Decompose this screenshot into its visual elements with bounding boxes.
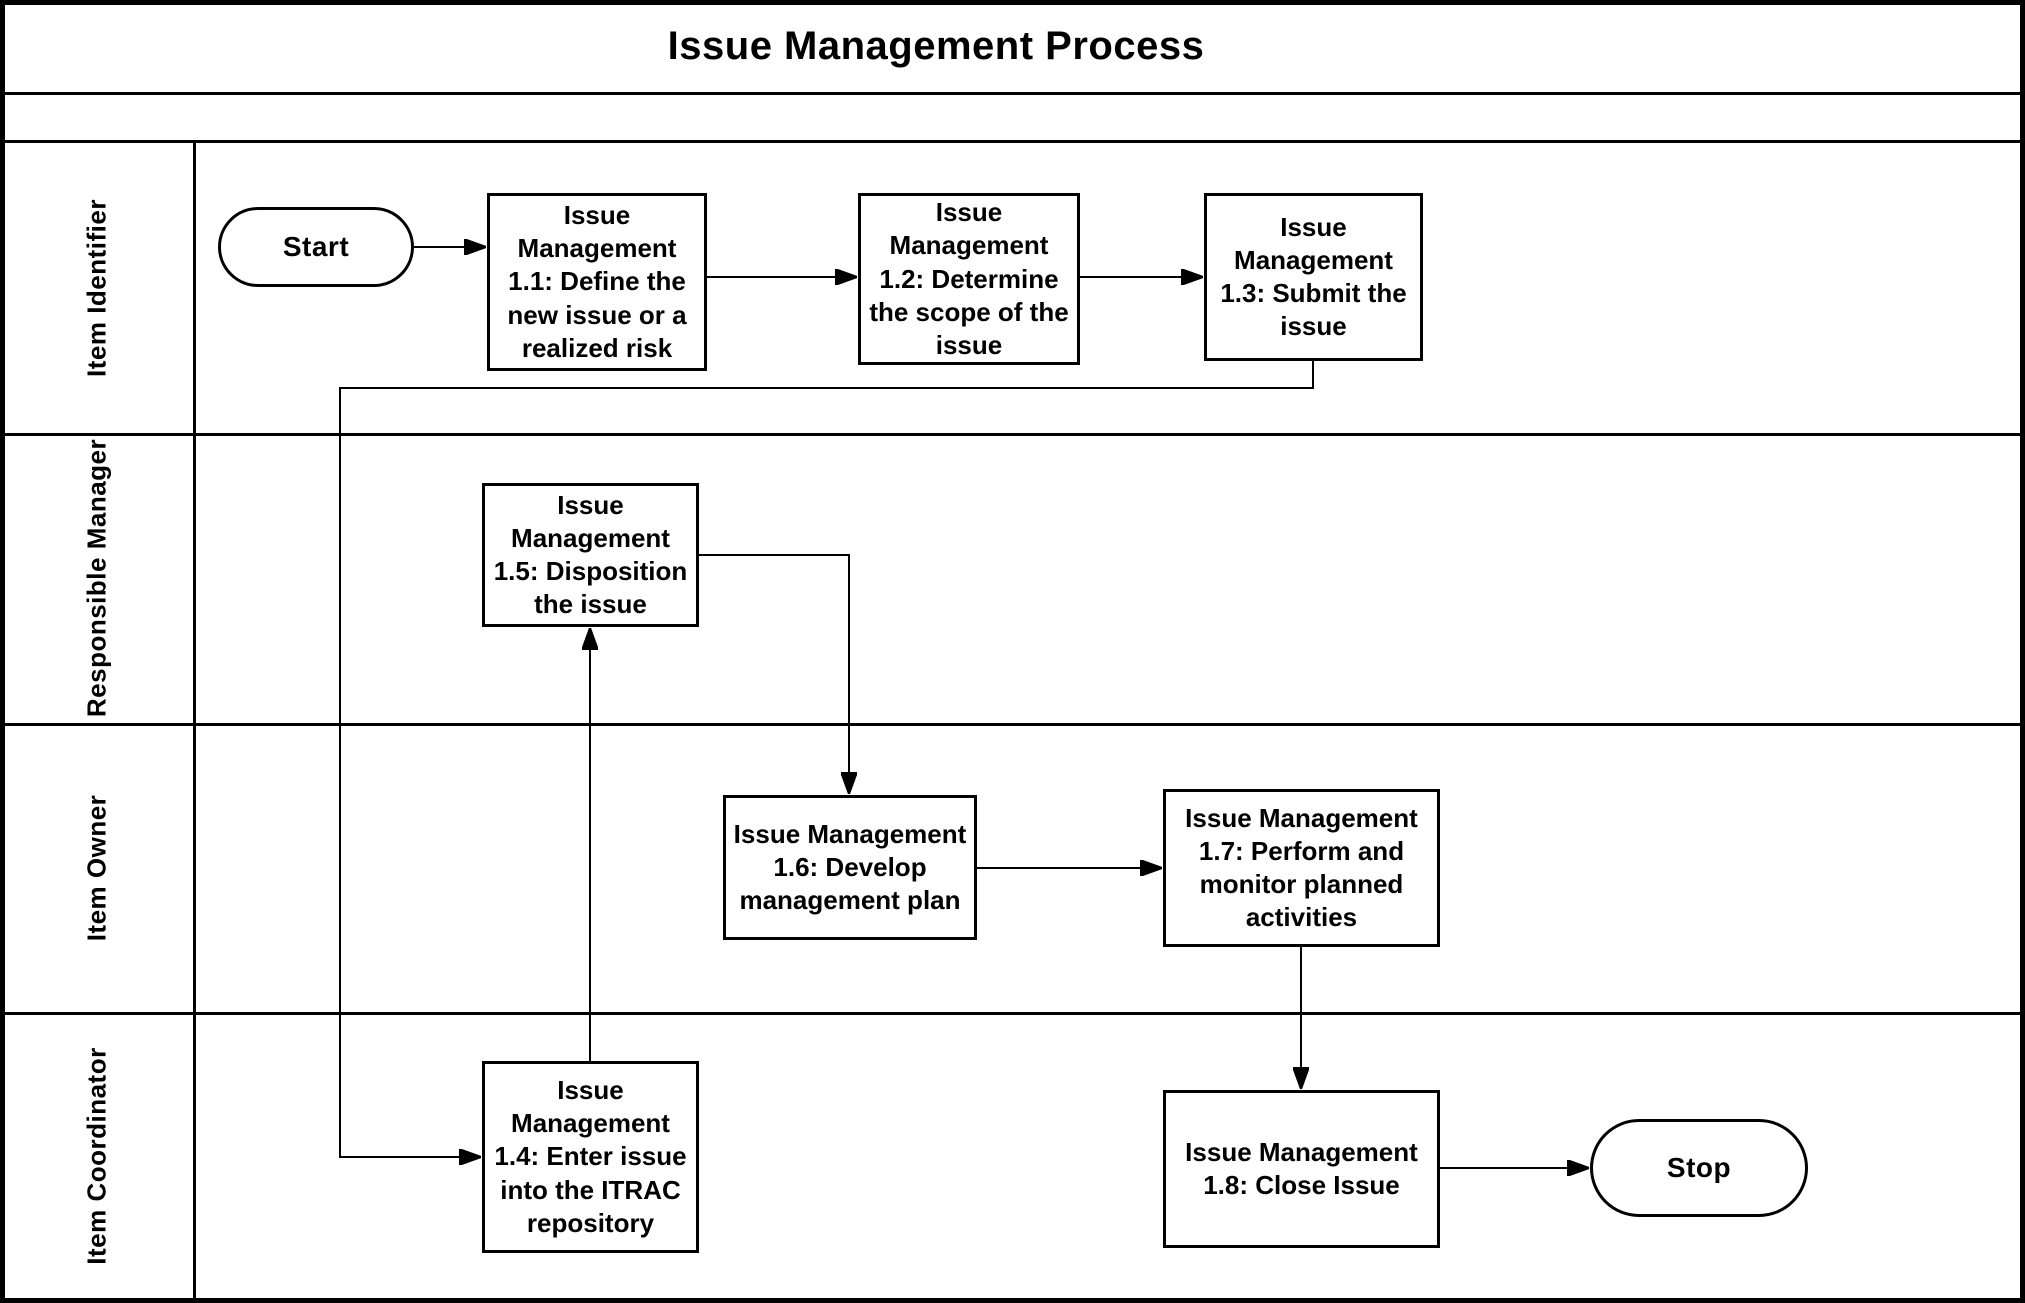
lane-label-responsible-manager: Responsible Manager (81, 438, 112, 718)
lane-label-item-identifier: Item Identifier (81, 199, 112, 377)
lane-divider-2 (0, 723, 2025, 726)
lane-label-item-coordinator: Item Coordinator (81, 1047, 112, 1265)
edge-1-5-to-1-6 (699, 554, 849, 792)
start-terminator: Start (218, 207, 414, 287)
subheader-divider (0, 140, 2025, 143)
process-box-1-1: Issue Management 1.1: Define the new iss… (487, 193, 707, 371)
process-box-1-3: Issue Management 1.3: Submit the issue (1204, 193, 1423, 361)
process-box-1-5: Issue Management 1.5: Disposition the is… (482, 483, 699, 627)
process-box-1-7: Issue Management 1.7: Perform and monito… (1163, 789, 1440, 947)
process-box-1-8: Issue Management 1.8: Close Issue (1163, 1090, 1440, 1248)
lane-divider-1 (0, 433, 2025, 436)
lane-label-item-owner: Item Owner (81, 794, 112, 942)
process-box-1-4: Issue Management 1.4: Enter issue into t… (482, 1061, 699, 1253)
process-box-1-6: Issue Management 1.6: Develop management… (723, 795, 977, 940)
title-divider (0, 92, 2025, 95)
edge-1-3-to-1-4 (339, 361, 1314, 1157)
process-box-1-2: Issue Management 1.2: Determine the scop… (858, 193, 1080, 365)
lane-divider-3 (0, 1012, 2025, 1015)
stop-terminator: Stop (1590, 1119, 1808, 1217)
lane-label-column-divider (193, 140, 196, 1300)
page-title: Issue Management Process (667, 23, 1205, 68)
